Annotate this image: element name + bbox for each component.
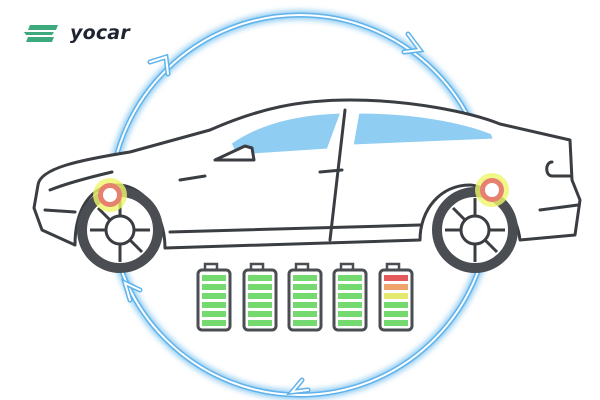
rear-brake-highlight-icon — [475, 173, 509, 207]
battery-4-icon — [332, 262, 368, 332]
battery-row — [196, 262, 414, 332]
front-wheel-icon — [77, 187, 163, 273]
battery-2-icon — [242, 262, 278, 332]
brand-logo[interactable]: yocar — [24, 22, 130, 44]
rear-wheel-icon — [432, 187, 518, 273]
front-brake-highlight-icon — [93, 178, 127, 212]
battery-1-icon — [196, 262, 232, 332]
battery-5-icon — [378, 262, 414, 332]
battery-3-icon — [287, 262, 323, 332]
yocar-stripes-icon — [24, 25, 58, 42]
car-icon — [32, 98, 582, 250]
brand-name: yocar — [70, 22, 130, 44]
